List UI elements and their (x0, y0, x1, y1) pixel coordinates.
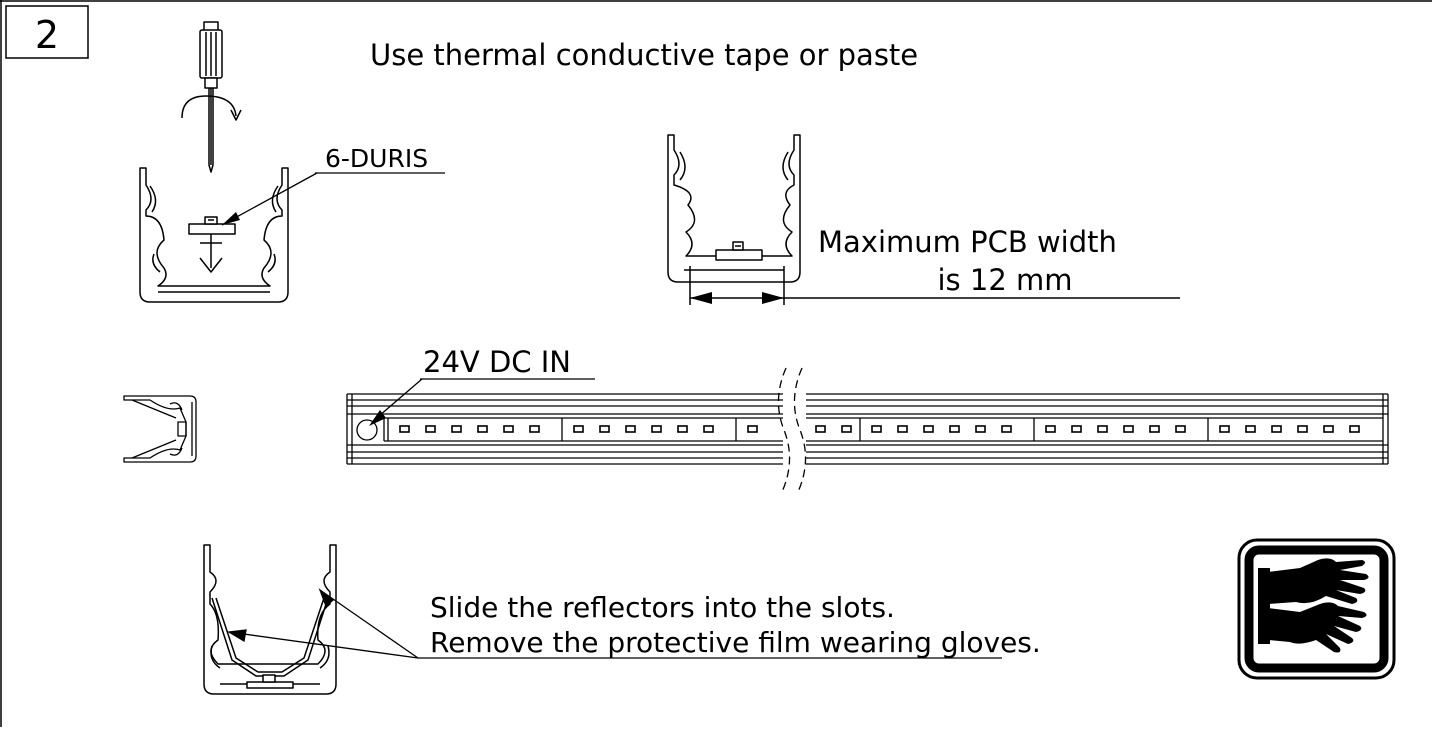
led-chip (1297, 425, 1308, 433)
led-chip (1349, 425, 1360, 433)
led-chip (1097, 425, 1108, 433)
reflector-callout (227, 588, 1002, 659)
led-chip (815, 425, 826, 433)
step-number-box: 2 (5, 5, 89, 59)
led-chip (747, 425, 758, 433)
led-chip (677, 425, 688, 433)
led-chip (529, 425, 540, 433)
led-chip (651, 425, 662, 433)
led-chip (897, 425, 908, 433)
led-chip (1271, 425, 1282, 433)
led-chip (625, 425, 636, 433)
led-chip (1219, 425, 1230, 433)
pcb-width-line1: Maximum PCB width (818, 225, 1117, 259)
dimension-arrow-left (690, 292, 712, 304)
profile-end-view (123, 395, 197, 463)
led-chip (425, 425, 436, 433)
led-chip (1071, 425, 1082, 433)
pcb-width-line2: is 12 mm (937, 263, 1072, 297)
led-chip (1123, 425, 1134, 433)
led-chip (1001, 425, 1012, 433)
led-chip (949, 425, 960, 433)
led-chip (1245, 425, 1256, 433)
power-callout: 24V DC IN (369, 345, 595, 426)
led-chip (1045, 425, 1056, 433)
profile-with-reflectors (203, 544, 337, 695)
led-chip (871, 425, 882, 433)
led-strip-leds (387, 418, 1360, 441)
led-chip (1175, 425, 1186, 433)
led-chip (477, 425, 488, 433)
led-chip (399, 425, 410, 433)
led-callout: 6-DURIS (221, 144, 445, 226)
led-strip-profile (346, 367, 1389, 493)
profile-pcb-width (667, 134, 1180, 305)
led-chip (975, 425, 986, 433)
led-chip (923, 425, 934, 433)
gloves-icon (1237, 538, 1396, 680)
led-chip (599, 425, 610, 433)
led-chip (703, 425, 714, 433)
profile-with-screwdriver (139, 21, 289, 303)
dimension-arrow-right (762, 292, 784, 304)
reflector-instruction-line1: Slide the reflectors into the slots. (430, 591, 895, 624)
led-chip (1323, 425, 1334, 433)
led-chip (503, 425, 514, 433)
step-number: 2 (35, 13, 59, 57)
reflector-instruction-line2: Remove the protective film wearing glove… (430, 626, 1041, 659)
led-chip (1149, 425, 1160, 433)
thermal-caption: Use thermal conductive tape or paste (370, 38, 918, 72)
screwdriver-icon (199, 21, 223, 173)
led-label: 6-DURIS (325, 144, 428, 173)
led-chip (841, 425, 852, 433)
led-chip (451, 425, 462, 433)
led-chip (573, 425, 584, 433)
rotation-arrow-icon (181, 95, 237, 119)
power-label: 24V DC IN (423, 345, 571, 379)
